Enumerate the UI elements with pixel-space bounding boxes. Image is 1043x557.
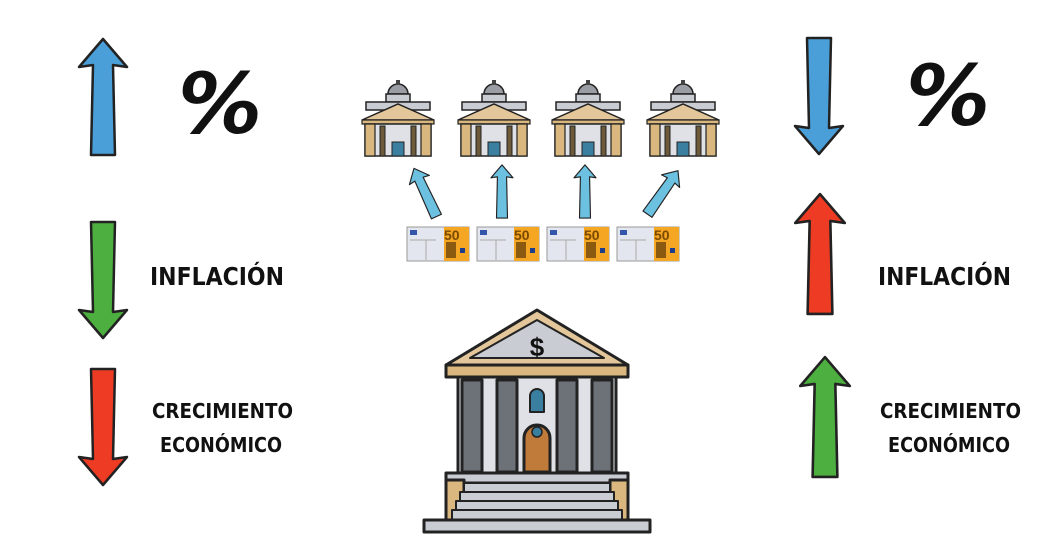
interest-rate-symbol-right: % bbox=[906, 47, 990, 145]
growth-label-line2-right: ECONÓMICO bbox=[888, 433, 1010, 457]
inflation-label-right: INFLACIÓN bbox=[878, 261, 1011, 291]
inflation-up-arrow-icon bbox=[793, 192, 847, 316]
growth-label-line1-right: CRECIMIENTO bbox=[880, 399, 1021, 423]
commercial-bank-icon bbox=[361, 79, 435, 157]
svg-text:50: 50 bbox=[654, 227, 670, 243]
svg-text:50: 50 bbox=[444, 227, 460, 243]
dollar-symbol: $ bbox=[530, 332, 545, 362]
banknote: 50 bbox=[406, 226, 470, 262]
banknote: 50 bbox=[546, 226, 610, 262]
commercial-bank-icon bbox=[646, 79, 720, 157]
interest-rate-symbol: % bbox=[178, 55, 262, 153]
svg-text:50: 50 bbox=[514, 227, 530, 243]
money-flow-arrow-icon bbox=[637, 163, 688, 222]
money-flow-arrow-icon bbox=[573, 164, 597, 219]
central-bank-icon bbox=[422, 308, 652, 534]
inflation-down-arrow-icon bbox=[77, 220, 129, 340]
banknote: 50 bbox=[616, 226, 680, 262]
growth-down-arrow-icon bbox=[77, 367, 129, 487]
growth-up-arrow-icon bbox=[798, 355, 852, 479]
growth-label-line2: ECONÓMICO bbox=[160, 433, 282, 457]
money-flow-arrow-icon bbox=[490, 164, 514, 219]
money-flow-arrow-icon bbox=[403, 163, 448, 222]
growth-label-line1: CRECIMIENTO bbox=[152, 399, 293, 423]
interest-up-arrow-icon bbox=[77, 37, 129, 157]
commercial-bank-icon bbox=[551, 79, 625, 157]
inflation-label: INFLACIÓN bbox=[150, 261, 284, 291]
banknote: 50 bbox=[476, 226, 540, 262]
interest-down-arrow-icon bbox=[793, 36, 845, 156]
commercial-bank-icon bbox=[457, 79, 531, 157]
svg-text:50: 50 bbox=[584, 227, 600, 243]
